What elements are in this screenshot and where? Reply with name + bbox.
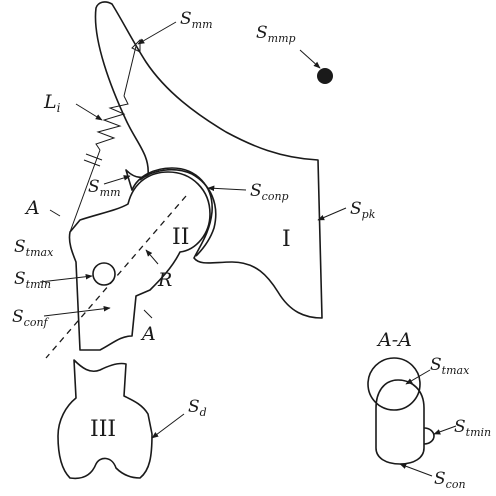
section-bump: [423, 427, 435, 445]
arrow-s-mmp: [299, 49, 321, 69]
spring-coil: [95, 95, 129, 151]
label-r: R: [157, 269, 172, 291]
arrow-l-i: [75, 103, 103, 121]
spring-mark-1: [85, 153, 103, 161]
label-a-top: A: [24, 197, 40, 219]
arrow-s-d: [151, 413, 185, 439]
label-s-mmp: Smmp: [256, 23, 296, 45]
label-s-pk: Spk: [350, 199, 376, 221]
part-one-notch: [131, 38, 141, 53]
part-one-body: [94, 1, 323, 319]
arrow-s-conf: [43, 305, 111, 317]
section-capsule: [375, 379, 425, 465]
spring-link-upper: [123, 45, 137, 97]
arrow-s-tmin: [39, 273, 93, 283]
tmin-hole: [92, 262, 116, 286]
label-l-i: Li: [43, 91, 61, 115]
arrow-r: [145, 249, 159, 265]
label-s-tmax-sec: Stmax: [430, 355, 470, 377]
label-a-bottom: A: [140, 323, 156, 345]
label-s-conf: Sconf: [12, 307, 50, 329]
label-s-tmin-sec: Stmin: [454, 417, 491, 439]
section-circle: [367, 357, 421, 411]
section-line: [45, 195, 187, 359]
spring-mark-2: [83, 159, 101, 167]
label-section-title: A-A: [376, 329, 412, 351]
part-three-body: [57, 359, 153, 480]
contact-arc: [139, 168, 217, 257]
arrow-s-tmin-sec: [433, 425, 457, 435]
label-s-conp: Sconp: [250, 181, 289, 203]
part-one-label: I: [282, 227, 291, 252]
part-two-label: II: [172, 225, 189, 250]
arrow-s-conp: [207, 185, 247, 192]
section-tick-top: [49, 209, 61, 217]
arrow-s-mm-top: [137, 21, 177, 45]
section-tick-bottom: [143, 309, 153, 319]
arrow-s-tmax-sec: [405, 369, 431, 385]
arrow-s-con-sec: [399, 463, 433, 477]
label-s-d: Sd: [188, 397, 207, 419]
arrow-s-mm-mid: [103, 175, 131, 185]
arrow-s-pk: [317, 207, 347, 221]
part-three-label: III: [90, 417, 116, 442]
label-s-tmin: Stmin: [14, 269, 51, 291]
part-two-link: [68, 171, 211, 351]
label-s-tmax: Stmax: [14, 237, 54, 259]
label-s-con-sec: Scon: [434, 469, 466, 491]
label-s-mm-mid: Smm: [88, 177, 121, 199]
label-s-mm-top: Smm: [180, 9, 213, 31]
mmp-dot: [317, 68, 333, 84]
